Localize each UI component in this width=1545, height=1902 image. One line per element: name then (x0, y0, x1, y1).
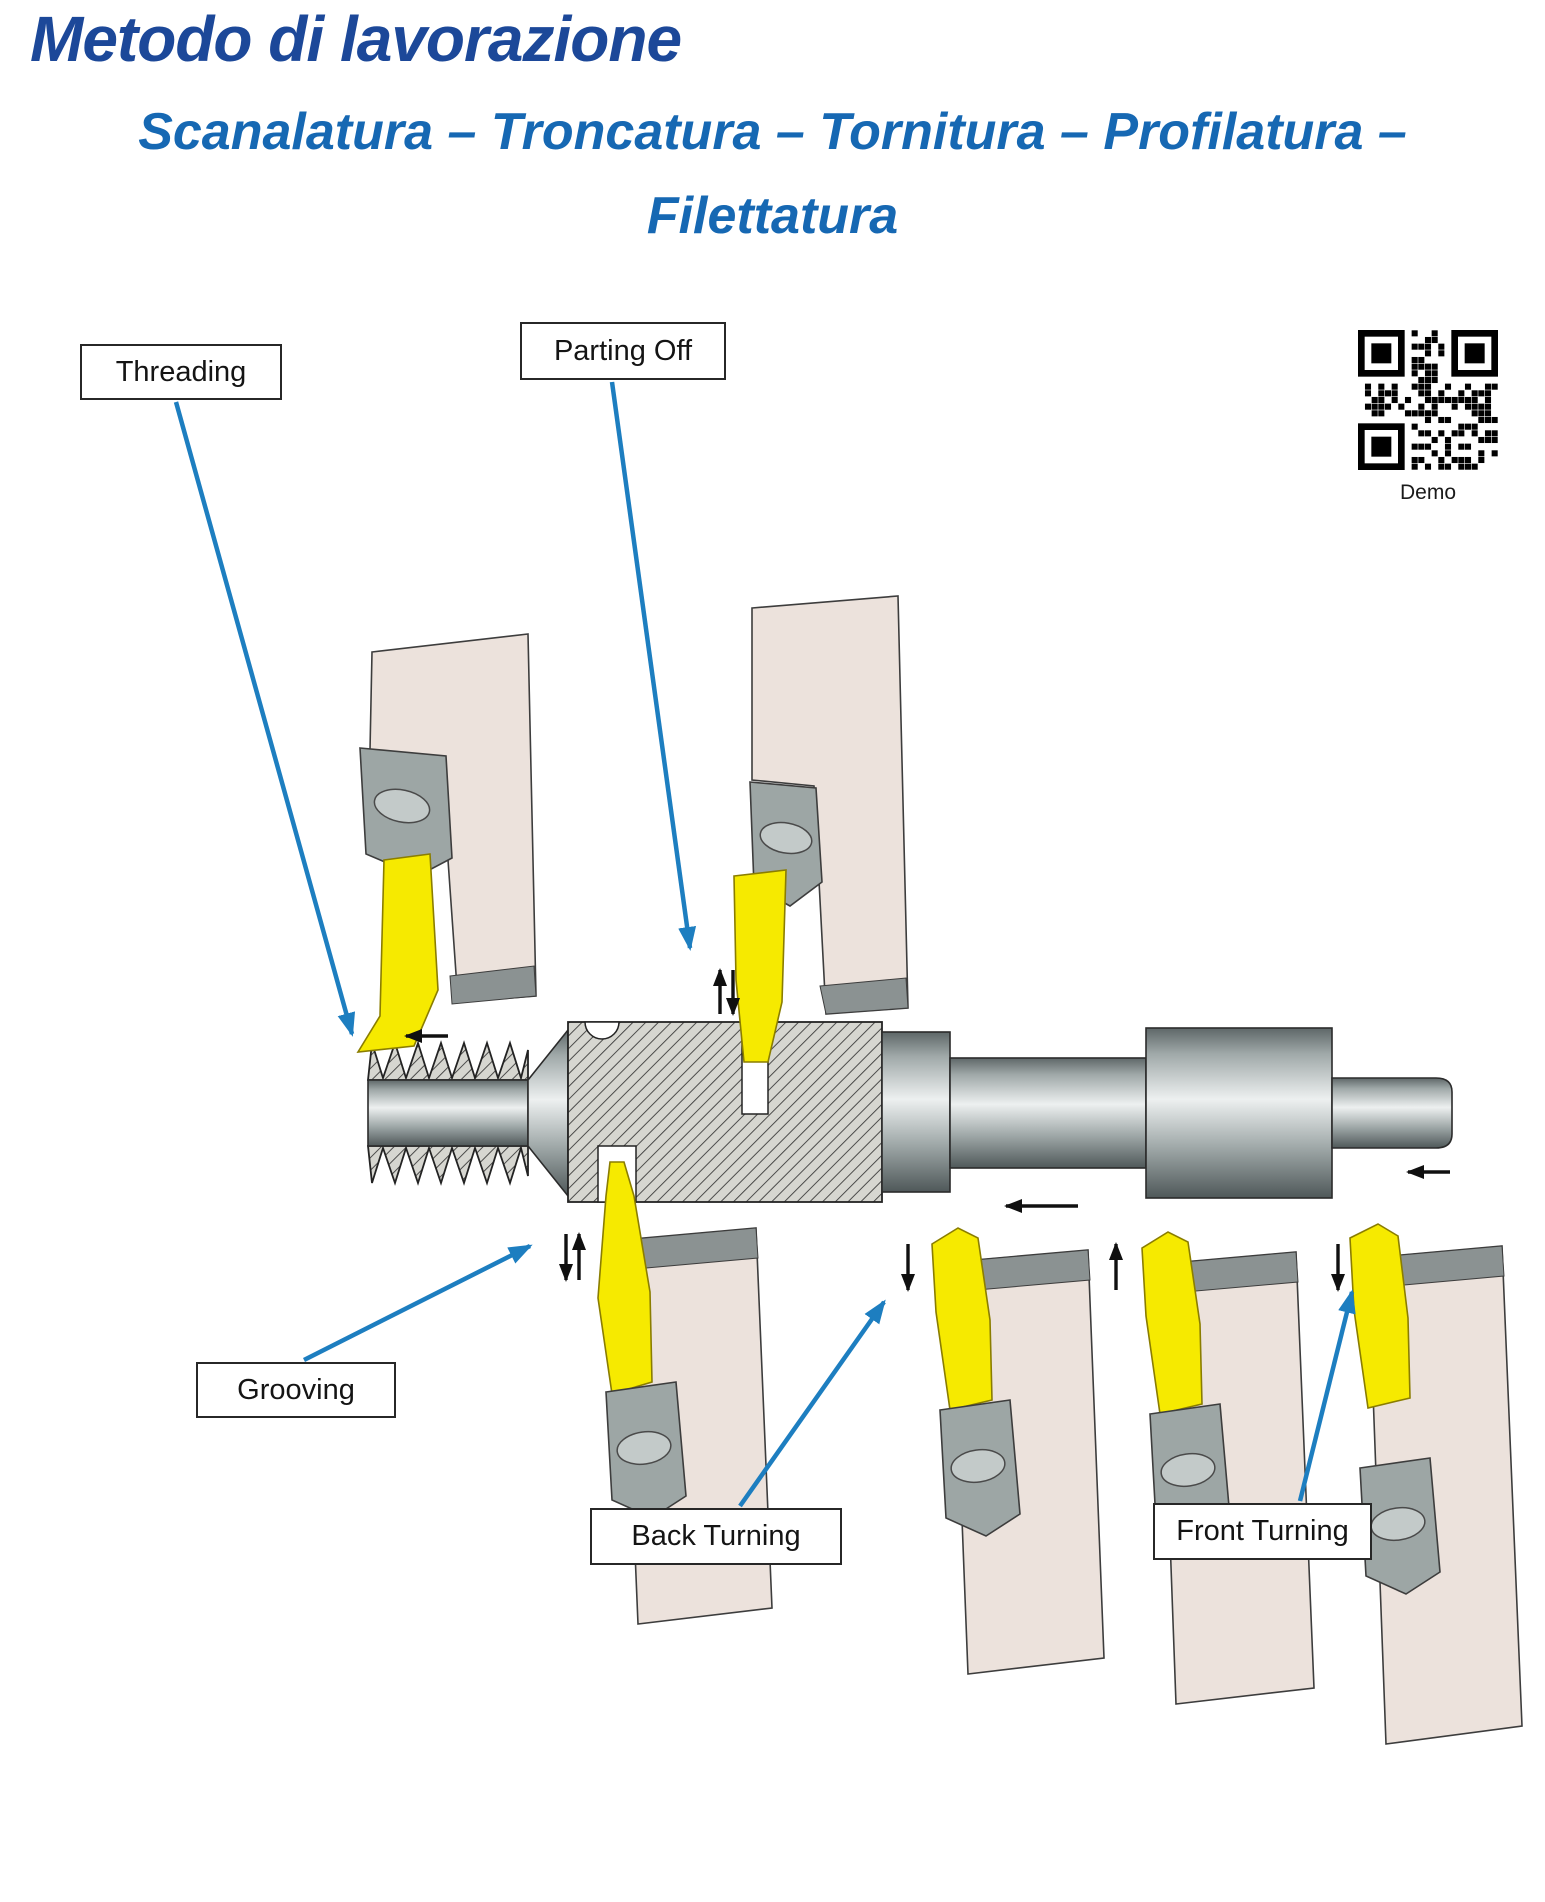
profiling-insert (1141, 1231, 1203, 1415)
back-turning-insert (931, 1227, 993, 1411)
annotation-arrow-parting-off (609, 381, 697, 951)
label-threading: Threading (80, 344, 282, 400)
subtitle-line-1: Scanalatura – Troncatura – Tornitura – P… (138, 103, 1407, 161)
shaft-large-section (1145, 1027, 1333, 1199)
cone-transition (527, 1027, 569, 1199)
parting-off-tool (733, 595, 909, 1063)
shaft-step-ring (881, 1031, 951, 1193)
workpiece (366, 1021, 1453, 1203)
subtitle-line-2: Filettatura (646, 187, 899, 246)
front-turning-tool (1349, 1223, 1523, 1745)
annotation-arrow-front-turning (1297, 1289, 1356, 1502)
profiling-tool (1141, 1231, 1315, 1705)
annotation-arrows (173, 381, 1356, 1508)
label-front-turning: Front Turning (1153, 1503, 1372, 1560)
parting-off-tool-shim (819, 977, 909, 1015)
threading-tool-shim (449, 965, 537, 1005)
qr-caption: Demo (1399, 481, 1457, 504)
thread-core-cylinder (367, 1079, 529, 1147)
profiling-tool-clamp-hole (1160, 1452, 1216, 1488)
page-subtitle: Scanalatura – Troncatura – Tornitura – P… (0, 90, 1545, 258)
grooving-tool-clamp-hole (616, 1430, 672, 1466)
label-parting-off: Parting Off (520, 322, 726, 380)
qr-code-image (1358, 330, 1498, 470)
shaft-end-stub (1331, 1077, 1453, 1149)
annotation-arrow-grooving (302, 1243, 533, 1363)
label-back-turning: Back Turning (590, 1508, 842, 1565)
thread-section-bottom (366, 1144, 529, 1186)
label-grooving: Grooving (196, 1362, 396, 1418)
threading-tool-clamp-hole (373, 788, 431, 824)
threading-tool (356, 633, 537, 1053)
front-turning-insert (1349, 1223, 1411, 1409)
qr-code: Demo (1358, 330, 1498, 505)
parting-off-tool-clamp-hole (759, 821, 813, 855)
top-notch (584, 1021, 620, 1040)
threading-insert (356, 853, 439, 1053)
annotation-arrow-back-turning (738, 1299, 886, 1508)
shaft-mid-section (949, 1057, 1147, 1169)
back-turning-tool-clamp-hole (950, 1448, 1006, 1484)
annotation-arrow-threading (173, 401, 356, 1037)
parting-off-blade (733, 869, 787, 1063)
back-turning-tool (931, 1227, 1105, 1675)
feed-arrows (404, 968, 1450, 1292)
page-title: Metodo di lavorazione (30, 3, 682, 75)
